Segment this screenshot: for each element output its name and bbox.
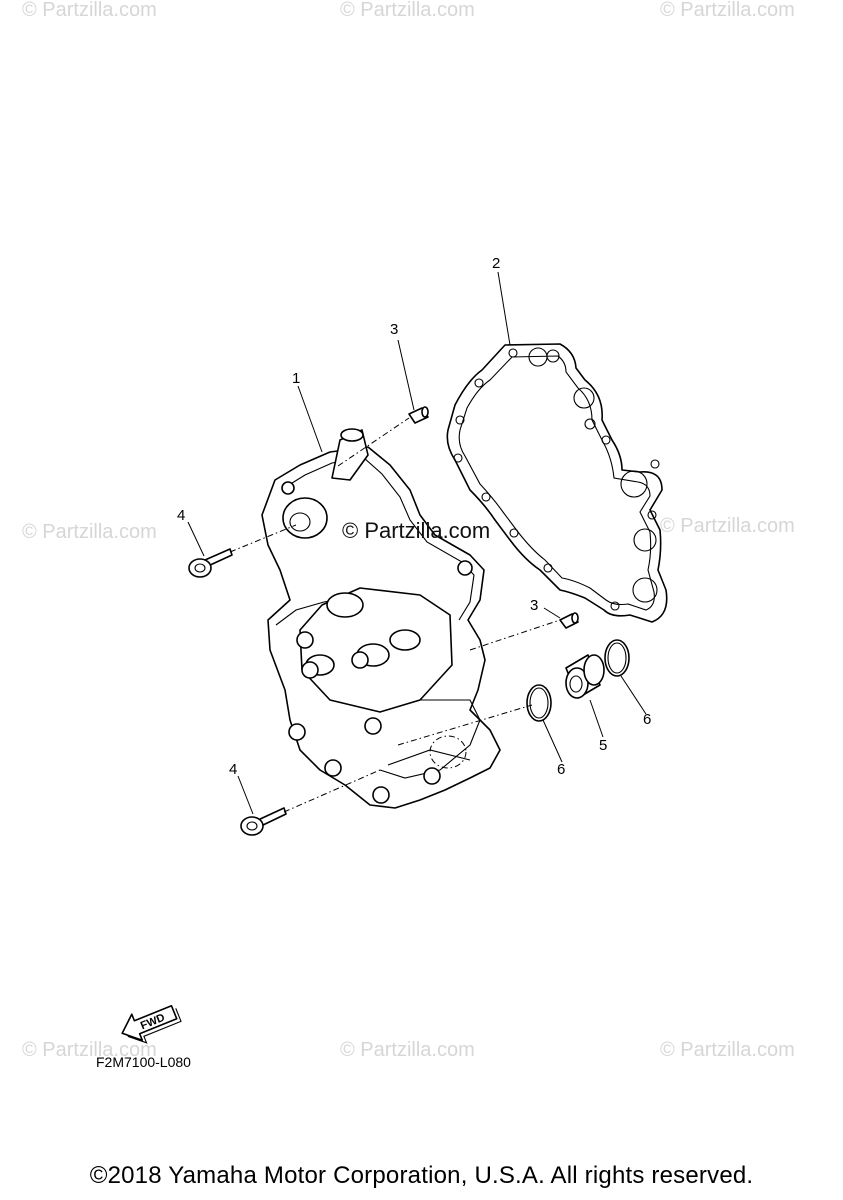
callout-5: 5 xyxy=(599,737,607,754)
leader-lines xyxy=(187,271,647,815)
o-ring-part-6-left[interactable] xyxy=(526,684,552,722)
watermark: © Partzilla.com xyxy=(660,515,795,537)
assembly-lines xyxy=(229,417,561,813)
bolt-part-4-upper[interactable] xyxy=(188,548,233,578)
callout-4-upper: 4 xyxy=(177,507,185,524)
dowel-pin-part-3-lower[interactable] xyxy=(559,612,579,629)
figure-code: F2M7100-L080 xyxy=(96,1054,191,1070)
callout-3-upper: 3 xyxy=(390,321,398,338)
callout-2: 2 xyxy=(492,255,500,272)
watermark: © Partzilla.com xyxy=(22,521,157,543)
dowel-pin-part-3-upper[interactable] xyxy=(408,406,429,424)
watermark: © Partzilla.com xyxy=(660,0,795,21)
callout-labels: 1 2 3 3 4 4 5 6 6 xyxy=(177,255,651,778)
watermark: © Partzilla.com xyxy=(660,1039,795,1061)
callout-1: 1 xyxy=(292,370,300,387)
callout-4-lower: 4 xyxy=(229,761,237,778)
collar-part-5[interactable] xyxy=(565,654,605,699)
watermark: © Partzilla.com xyxy=(340,1039,475,1061)
watermark: © Partzilla.com xyxy=(22,1039,157,1061)
copyright-notice: ©2018 Yamaha Motor Corporation, U.S.A. A… xyxy=(89,1162,754,1189)
watermark: © Partzilla.com xyxy=(22,0,157,21)
watermarks: © Partzilla.com © Partzilla.com © Partzi… xyxy=(22,0,795,1061)
watermark: © Partzilla.com xyxy=(340,0,475,21)
callout-6-left: 6 xyxy=(557,761,565,778)
o-ring-part-6-right[interactable] xyxy=(604,639,630,677)
callout-6-right: 6 xyxy=(643,711,651,728)
callout-3-lower: 3 xyxy=(530,597,538,614)
cover-part-1[interactable] xyxy=(261,428,501,809)
gasket-part-2[interactable] xyxy=(446,343,668,623)
center-watermark: © Partzilla.com xyxy=(342,518,490,543)
bolt-part-4-lower[interactable] xyxy=(240,807,287,836)
